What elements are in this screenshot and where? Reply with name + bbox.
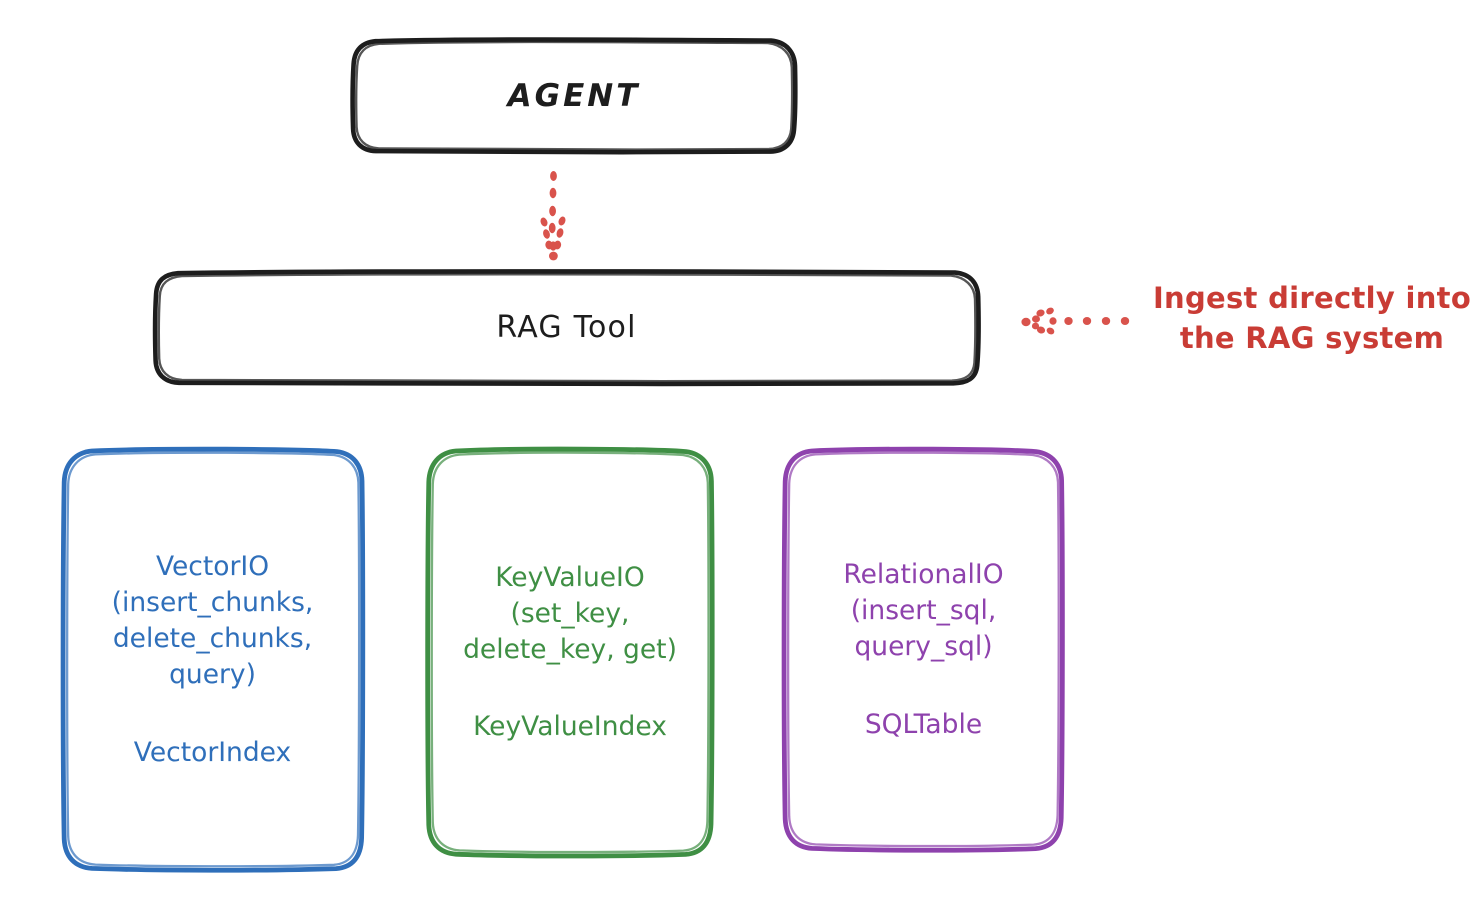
relational-store-box-outline bbox=[781, 446, 1065, 853]
ingest-annotation-label: Ingest directly into the RAG system bbox=[1152, 281, 1472, 356]
rag-tool-box-outline bbox=[152, 269, 981, 387]
relational-store-node: RelationalIO (insert_sql, query_sql) SQL… bbox=[785, 450, 1062, 850]
vector-store-node: VectorIO (insert_chunks, delete_chunks, … bbox=[63, 450, 362, 870]
keyvalue-store-index-label: KeyValueIndex bbox=[473, 711, 667, 743]
relational-store-api-label: RelationalIO (insert_sql, query_sql) bbox=[843, 559, 1004, 663]
relational-store-index-label: SQLTable bbox=[864, 708, 983, 740]
keyvalue-store-api-label: KeyValueIO (set_key, delete_key, get) bbox=[463, 561, 677, 665]
vector-store-box-outline bbox=[60, 446, 366, 873]
keyvalue-store-box-outline bbox=[425, 446, 715, 859]
keyvalue-store-node: KeyValueIO (set_key, delete_key, get) Ke… bbox=[428, 450, 712, 855]
rag-tool-node-label: RAG Tool bbox=[496, 310, 637, 345]
agent-node-label: AGENT bbox=[507, 77, 641, 114]
agent-box-outline bbox=[350, 37, 798, 155]
agent-to-rag-arrow bbox=[540, 171, 566, 261]
ingest-arrow bbox=[1021, 307, 1130, 335]
vector-store-index-label: VectorIndex bbox=[133, 736, 292, 768]
vector-store-api-label: VectorIO (insert_chunks, delete_chunks, … bbox=[111, 551, 314, 691]
